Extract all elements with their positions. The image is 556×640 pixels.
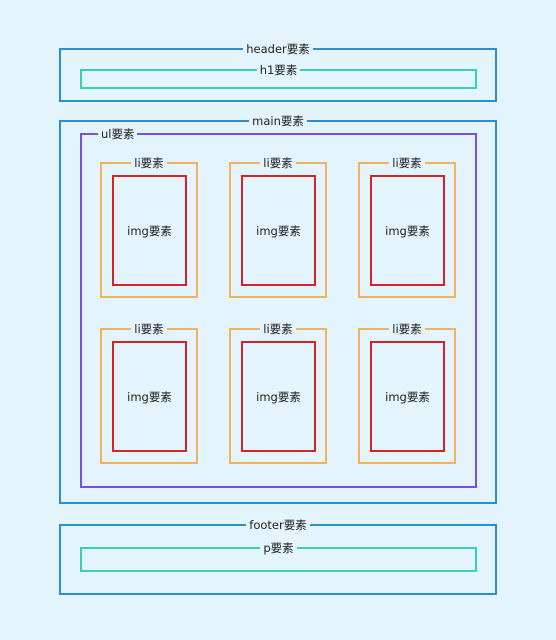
main-element-label: main要素 <box>249 114 307 128</box>
h1-element-box: h1要素 <box>80 63 477 89</box>
footer-element-label: footer要素 <box>246 518 310 532</box>
ul-element-box: ul要素 <box>80 127 477 488</box>
img-element-label: img要素 <box>256 389 301 404</box>
img-element-box: img要素 <box>241 341 316 452</box>
li-element-label: li要素 <box>260 156 296 170</box>
img-element-box: img要素 <box>112 341 187 452</box>
img-element-label: img要素 <box>127 389 172 404</box>
img-element-label: img要素 <box>256 223 301 238</box>
li-element-label: li要素 <box>131 156 167 170</box>
img-element-label: img要素 <box>385 389 430 404</box>
header-element-box: header要素 <box>59 42 497 102</box>
img-element-box: img要素 <box>241 175 316 286</box>
p-element-box: p要素 <box>80 541 477 572</box>
li-element-box: li要素 <box>229 156 327 298</box>
li-element-label: li要素 <box>131 322 167 336</box>
h1-element-label: h1要素 <box>256 63 301 77</box>
main-element-box: main要素 <box>59 114 497 504</box>
img-element-label: img要素 <box>127 223 172 238</box>
li-element-label: li要素 <box>260 322 296 336</box>
img-element-box: img要素 <box>370 341 445 452</box>
li-element-box: li要素 <box>358 322 456 464</box>
li-element-label: li要素 <box>389 156 425 170</box>
li-element-label: li要素 <box>389 322 425 336</box>
li-element-box: li要素 <box>100 156 198 298</box>
li-element-box: li要素 <box>100 322 198 464</box>
p-element-label: p要素 <box>260 541 297 555</box>
img-element-label: img要素 <box>385 223 430 238</box>
ul-element-label: ul要素 <box>98 127 138 141</box>
li-element-box: li要素 <box>358 156 456 298</box>
header-element-label: header要素 <box>243 42 313 56</box>
li-element-box: li要素 <box>229 322 327 464</box>
img-element-box: img要素 <box>112 175 187 286</box>
img-element-box: img要素 <box>370 175 445 286</box>
footer-element-box: footer要素 <box>59 518 497 595</box>
